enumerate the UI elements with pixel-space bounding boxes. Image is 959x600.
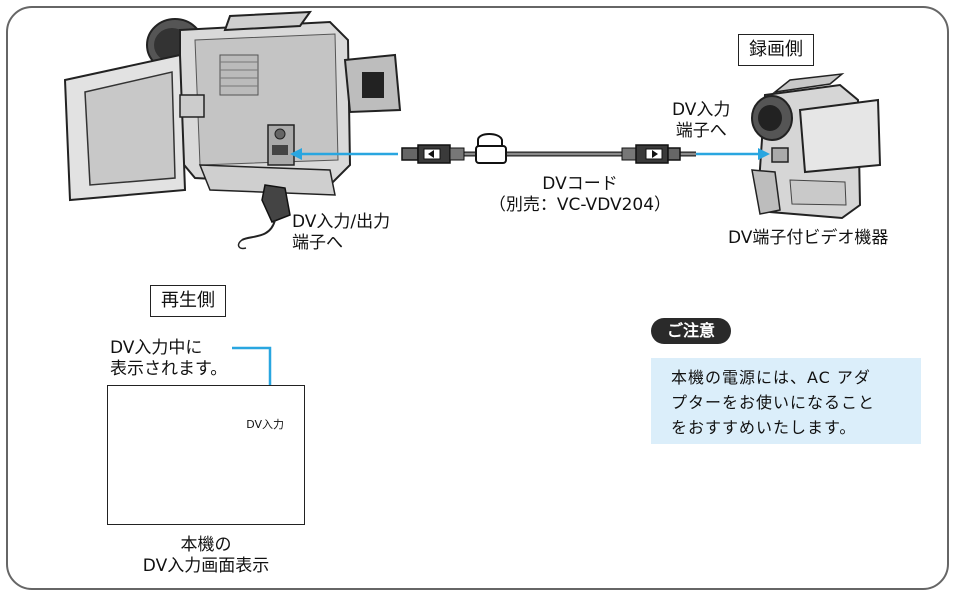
dv-cord-label: DVコード （別売：VC-VDV204） <box>450 174 710 216</box>
record-side-label: 録画側 <box>738 34 814 66</box>
notice-box: 本機の電源には、AC アダ プターをお使いになること をおすすめいたします。 <box>651 358 921 444</box>
notice-line: プターをお使いになること <box>671 393 876 412</box>
camcorder-left <box>63 10 402 250</box>
playback-side-label: 再生側 <box>150 285 226 317</box>
dv-cord-name: DVコード <box>542 174 618 194</box>
diagram-frame <box>6 6 949 590</box>
screen-caption-line2: DV入力画面表示 <box>142 556 270 576</box>
dv-io-terminal-label: DV入力/出力 端子へ <box>292 212 390 254</box>
notice-line: をおすすめいたします。 <box>671 418 857 437</box>
dv-cord-model: （別売：VC-VDV204） <box>488 195 672 215</box>
indicator-caption-line2: 表示されます。 <box>110 359 228 379</box>
screen-caption-line1: 本機の <box>180 535 232 555</box>
dv-input-terminal-line2: 端子へ <box>675 121 727 141</box>
notice-line: 本機の電源には、AC アダ <box>671 368 871 387</box>
camcorder-right <box>751 72 882 220</box>
screen-display: DV入力 <box>107 385 305 525</box>
dv-input-indicator: DV入力 <box>246 418 284 431</box>
dv-input-terminal-label: DV入力 端子へ <box>672 100 730 142</box>
indicator-caption: DV入力中に 表示されます。 <box>110 338 227 380</box>
dv-cable <box>401 133 696 164</box>
dv-device-label: DV端子付ビデオ機器 <box>728 228 889 248</box>
indicator-caption-line1: DV入力中に <box>110 338 203 358</box>
dv-io-terminal-line1: DV入力/出力 <box>292 212 391 232</box>
screen-caption: 本機の DV入力画面表示 <box>107 535 305 577</box>
notice-badge: ご注意 <box>651 318 731 344</box>
dv-io-terminal-line2: 端子へ <box>292 233 343 253</box>
dv-input-terminal-line1: DV入力 <box>672 100 731 120</box>
